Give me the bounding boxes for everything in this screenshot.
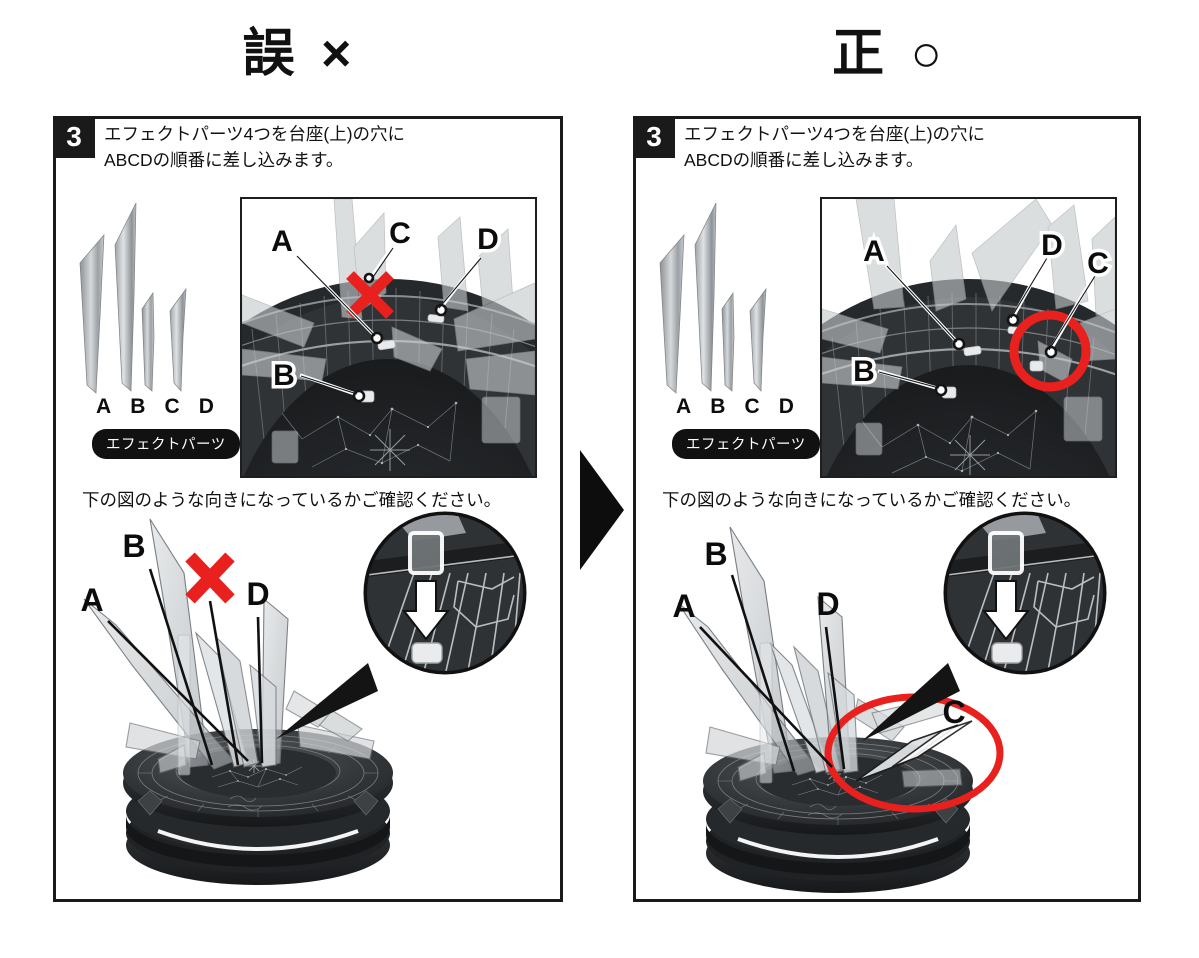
parts-letter-row-wrong: A B C D xyxy=(96,395,214,419)
orientation-caption-wrong: 下の図のような向きになっているかご確認ください。 xyxy=(82,490,502,510)
step-number-badge-wrong: 3 xyxy=(53,116,95,158)
part-letter-a: A xyxy=(96,395,112,418)
photo-label-b-correct: B xyxy=(853,355,875,388)
photo-label-a-wrong-fill: A xyxy=(271,225,293,258)
photo-label-d-correct: D xyxy=(1041,229,1063,262)
photo-label-b-correct-fill: B xyxy=(853,355,875,388)
parts-letter-row-correct: A B C D xyxy=(676,395,794,419)
step-instruction-text-wrong: エフェクトパーツ4つを台座(上)の穴に ABCDの順番に差し込みます。 xyxy=(104,124,406,170)
red-x-marker xyxy=(346,271,394,319)
assembly-overview-diagram-correct: A B D C xyxy=(642,511,1140,897)
effect-parts-shapes-correct xyxy=(659,202,767,394)
wrong-example-panel: 3 エフェクトパーツ4つを台座(上)の穴に ABCDの順番に差し込みます。 xyxy=(53,116,563,902)
photo-label-c-correct: C xyxy=(1087,247,1109,280)
effect-parts-lineup-correct: A B C D エフェクトパーツ xyxy=(650,197,820,487)
assembly-overview-diagram-wrong: A B D xyxy=(62,511,560,897)
photo-label-a-correct: A xyxy=(863,235,885,268)
photo-label-c-correct-fill: C xyxy=(1087,247,1109,280)
correct-example-panel: 3 エフェクトパーツ4つを台座(上)の穴に ABCDの順番に差し込みます。 A … xyxy=(633,116,1141,902)
photo-label-c-wrong-fill: C xyxy=(389,217,411,250)
part-letter-c: C xyxy=(164,395,180,418)
diagram-label-a-wrong: A xyxy=(80,582,103,618)
correct-example-heading: 正 ○ xyxy=(832,25,948,83)
magnifier-pointer-wrong xyxy=(276,663,378,739)
part-letter-d: D xyxy=(778,395,794,418)
photo-label-d-correct-fill: D xyxy=(1041,229,1063,262)
photo-label-a-correct-fill: A xyxy=(863,235,885,268)
diagram-label-c-correct: C xyxy=(942,694,965,730)
diagram-label-b-wrong: B xyxy=(122,528,145,564)
part-letter-b: B xyxy=(710,395,726,418)
diagram-label-b-correct: B xyxy=(704,536,727,572)
right-triangle-arrow-icon xyxy=(580,450,624,570)
part-letter-d: D xyxy=(198,395,214,418)
part-letter-c: C xyxy=(744,395,760,418)
base-closeup-photo-wrong: A A C C D D B B xyxy=(240,197,537,478)
red-x-marker-diagram-wrong xyxy=(185,552,235,604)
effect-parts-label-pill-correct: エフェクトパーツ xyxy=(672,429,820,459)
diagram-label-d-correct: D xyxy=(816,586,839,622)
photo-label-c-wrong: C xyxy=(389,217,411,250)
step-instruction-text-correct: エフェクトパーツ4つを台座(上)の穴に ABCDの順番に差し込みます。 xyxy=(684,124,986,170)
transition-arrow xyxy=(578,448,628,572)
step-number-badge-correct: 3 xyxy=(633,116,675,158)
diagram-label-d-wrong: D xyxy=(246,576,269,612)
orientation-caption-correct: 下の図のような向きになっているかご確認ください。 xyxy=(662,490,1082,510)
insert-down-arrow-correct xyxy=(981,580,1031,641)
part-letter-b: B xyxy=(130,395,146,418)
photo-label-d-wrong-fill: D xyxy=(477,223,499,256)
effect-parts-label-pill-wrong: エフェクトパーツ xyxy=(92,429,240,459)
red-circle-marker-correct xyxy=(1009,310,1091,392)
photo-label-b-wrong-fill: B xyxy=(273,359,295,392)
wrong-example-heading: 誤 × xyxy=(242,25,358,83)
effect-parts-lineup-wrong: A B C D エフェクトパーツ xyxy=(70,197,240,487)
effect-parts-shapes-wrong xyxy=(79,202,187,394)
photo-label-d-wrong: D xyxy=(477,223,499,256)
insert-down-arrow-wrong xyxy=(401,580,451,641)
part-letter-a: A xyxy=(676,395,692,418)
photo-label-a-wrong: A xyxy=(271,225,293,258)
base-closeup-photo-correct: A A D D C C B B xyxy=(820,197,1117,478)
diagram-label-a-correct: A xyxy=(672,588,695,624)
magnifier-pointer-correct xyxy=(862,663,960,741)
photo-label-b-wrong: B xyxy=(273,359,295,392)
